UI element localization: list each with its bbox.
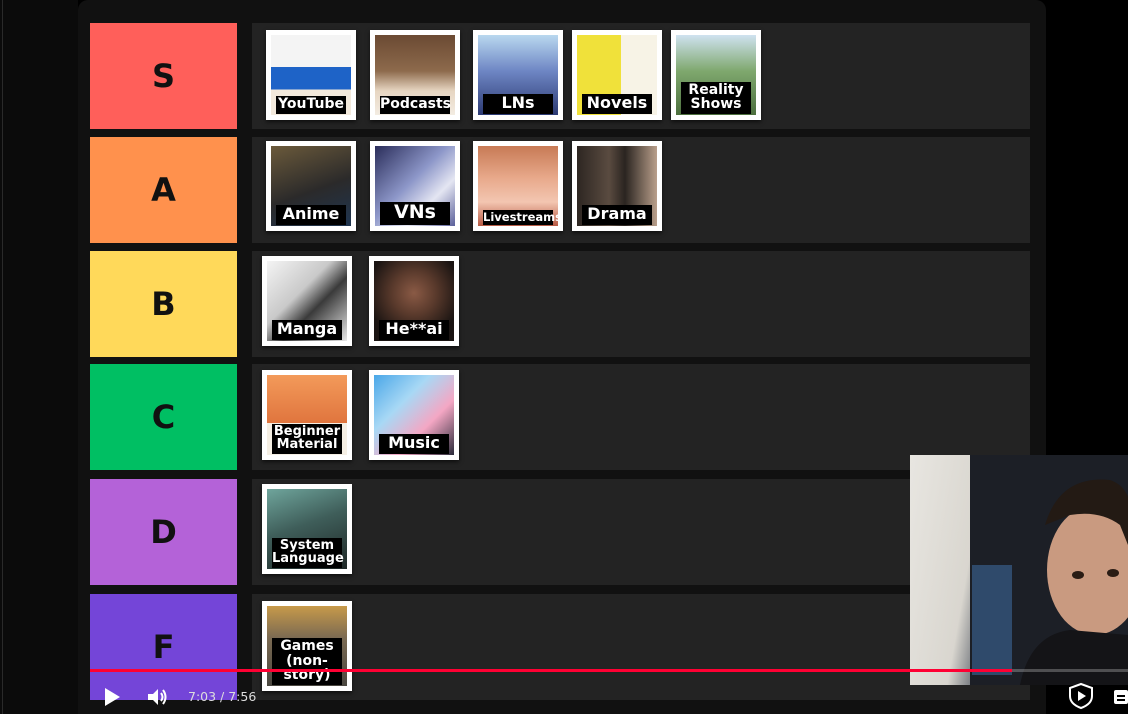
tier-label-b: B	[90, 251, 237, 357]
left-divider	[2, 0, 3, 714]
progress-bar[interactable]	[90, 669, 1128, 672]
card-caption: Manga	[272, 320, 342, 340]
time-display: 7:03 / 7:56	[188, 689, 257, 704]
card-caption: Livestreams	[483, 209, 562, 225]
tier-label-s: S	[90, 23, 237, 129]
tier-card-system-language[interactable]: System Language	[262, 484, 352, 574]
card-caption: Games (non-story)	[272, 637, 342, 685]
card-caption: Music	[379, 434, 449, 454]
card-caption: Podcasts	[380, 96, 452, 114]
card-caption: He**ai	[379, 320, 449, 340]
player-controls	[0, 672, 1128, 714]
tier-lane-f	[252, 594, 1030, 700]
subtitles-icon[interactable]	[1114, 688, 1128, 710]
tier-card-music[interactable]: Music	[369, 370, 459, 460]
tier-card-livestreams[interactable]: Livestreams	[473, 141, 563, 231]
tier-card-drama[interactable]: Drama	[572, 141, 662, 231]
card-caption: System Language	[272, 537, 344, 568]
tier-label-d: D	[90, 479, 237, 585]
webcam-overlay	[910, 455, 1128, 685]
tier-card-heai[interactable]: He**ai	[369, 256, 459, 346]
tier-card-reality-shows[interactable]: Reality Shows	[671, 30, 761, 120]
card-caption: Anime	[276, 205, 346, 225]
progress-fill	[90, 669, 1012, 672]
tier-card-beginner-material[interactable]: Beginner Material	[262, 370, 352, 460]
left-gutter	[0, 0, 78, 714]
tier-card-vns[interactable]: VNs	[370, 141, 460, 231]
tier-card-novels[interactable]: Novels	[572, 30, 662, 120]
card-caption: YouTube	[276, 96, 346, 114]
tier-row-b: B	[90, 251, 1030, 357]
tier-card-podcasts[interactable]: Podcasts	[370, 30, 460, 120]
tier-card-games[interactable]: Games (non-story)	[262, 601, 352, 691]
tier-row-c: C	[90, 364, 1030, 470]
card-caption: LNs	[483, 94, 553, 114]
tier-lane-d	[252, 479, 1030, 585]
card-caption: Novels	[582, 94, 652, 114]
tier-card-manga[interactable]: Manga	[262, 256, 352, 346]
tier-card-anime[interactable]: Anime	[266, 141, 356, 231]
card-caption: Beginner Material	[272, 423, 342, 454]
card-caption: Reality Shows	[681, 81, 751, 114]
webcam-person	[970, 455, 1128, 685]
tier-label-f: F	[90, 594, 237, 700]
card-caption: Drama	[582, 205, 652, 225]
tier-row-d: D	[90, 479, 1030, 585]
card-caption: VNs	[380, 202, 450, 225]
tier-label-a: A	[90, 137, 237, 243]
tier-card-lns[interactable]: LNs	[473, 30, 563, 120]
shield-play-icon[interactable]	[1067, 682, 1095, 714]
play-icon[interactable]	[103, 687, 121, 711]
tier-card-youtube[interactable]: YouTube	[266, 30, 356, 120]
volume-icon[interactable]	[147, 687, 169, 711]
tier-row-f: F	[90, 594, 1030, 700]
tier-label-c: C	[90, 364, 237, 470]
